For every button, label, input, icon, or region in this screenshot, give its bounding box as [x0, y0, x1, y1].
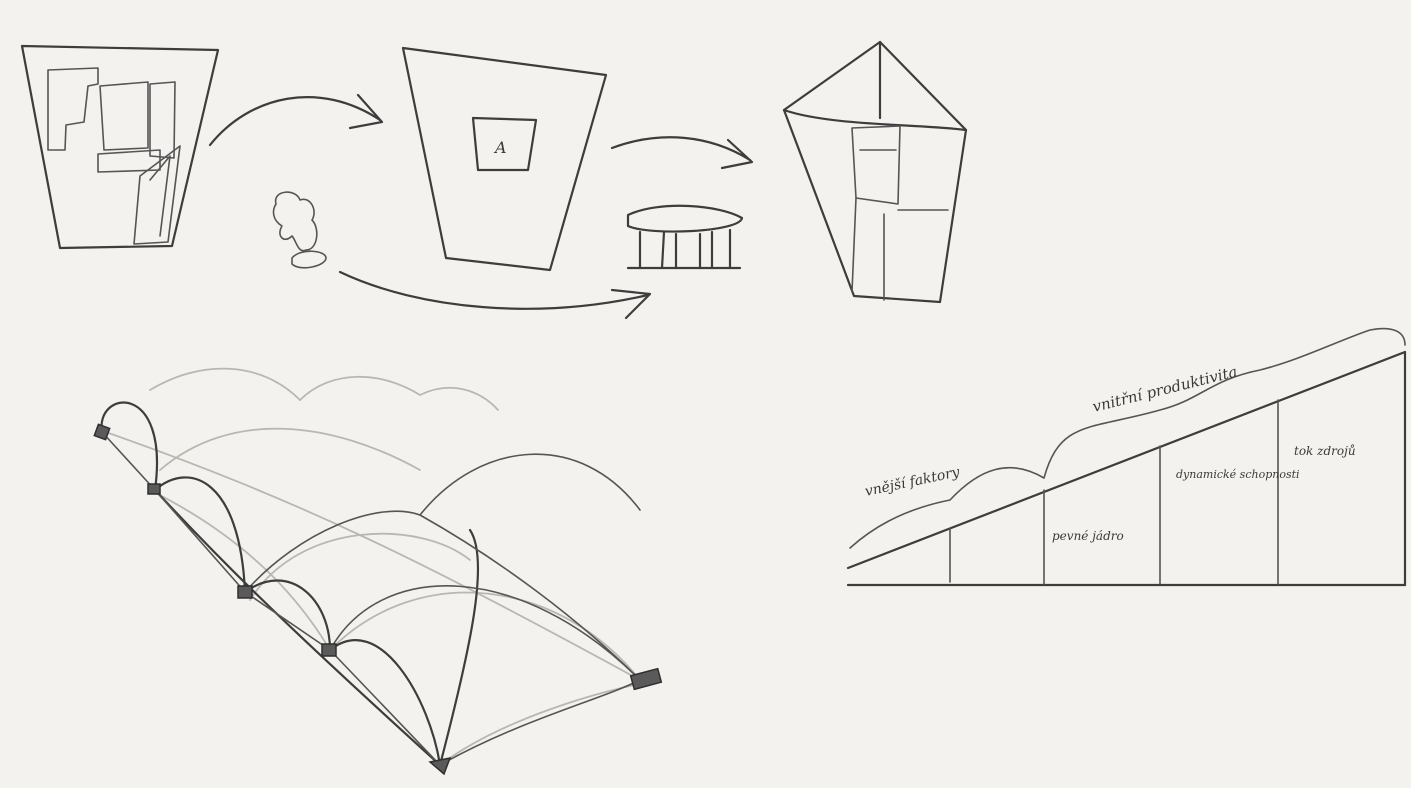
arrow-3 [340, 272, 650, 318]
diagram-label-5: tok zdrojů [1294, 443, 1356, 458]
diagram-label-1: vnější faktory [864, 464, 963, 500]
diagram-label-4: dynamické schopnosti [1176, 468, 1300, 481]
small-figure-sketch [274, 192, 326, 268]
arrow-1 [210, 95, 382, 145]
trapezoid-sketch-2: A [403, 48, 606, 270]
network-node-3 [238, 586, 252, 598]
network-node-2 [148, 484, 160, 494]
network-node-5 [430, 758, 450, 774]
frame-label: A [493, 138, 507, 157]
arrow-2 [612, 137, 752, 168]
pillars-sketch [628, 206, 742, 268]
diagram-label-3: pevné jádro [1052, 529, 1124, 543]
trapezoid-sketch-1 [22, 46, 218, 248]
network-node-6 [631, 669, 662, 690]
kite-building-sketch [784, 42, 966, 302]
network-node-4 [322, 644, 336, 656]
ramp-diagram: vnější faktory vnitřní produktivita pevn… [848, 329, 1405, 585]
arc-network-sketch [94, 369, 661, 774]
